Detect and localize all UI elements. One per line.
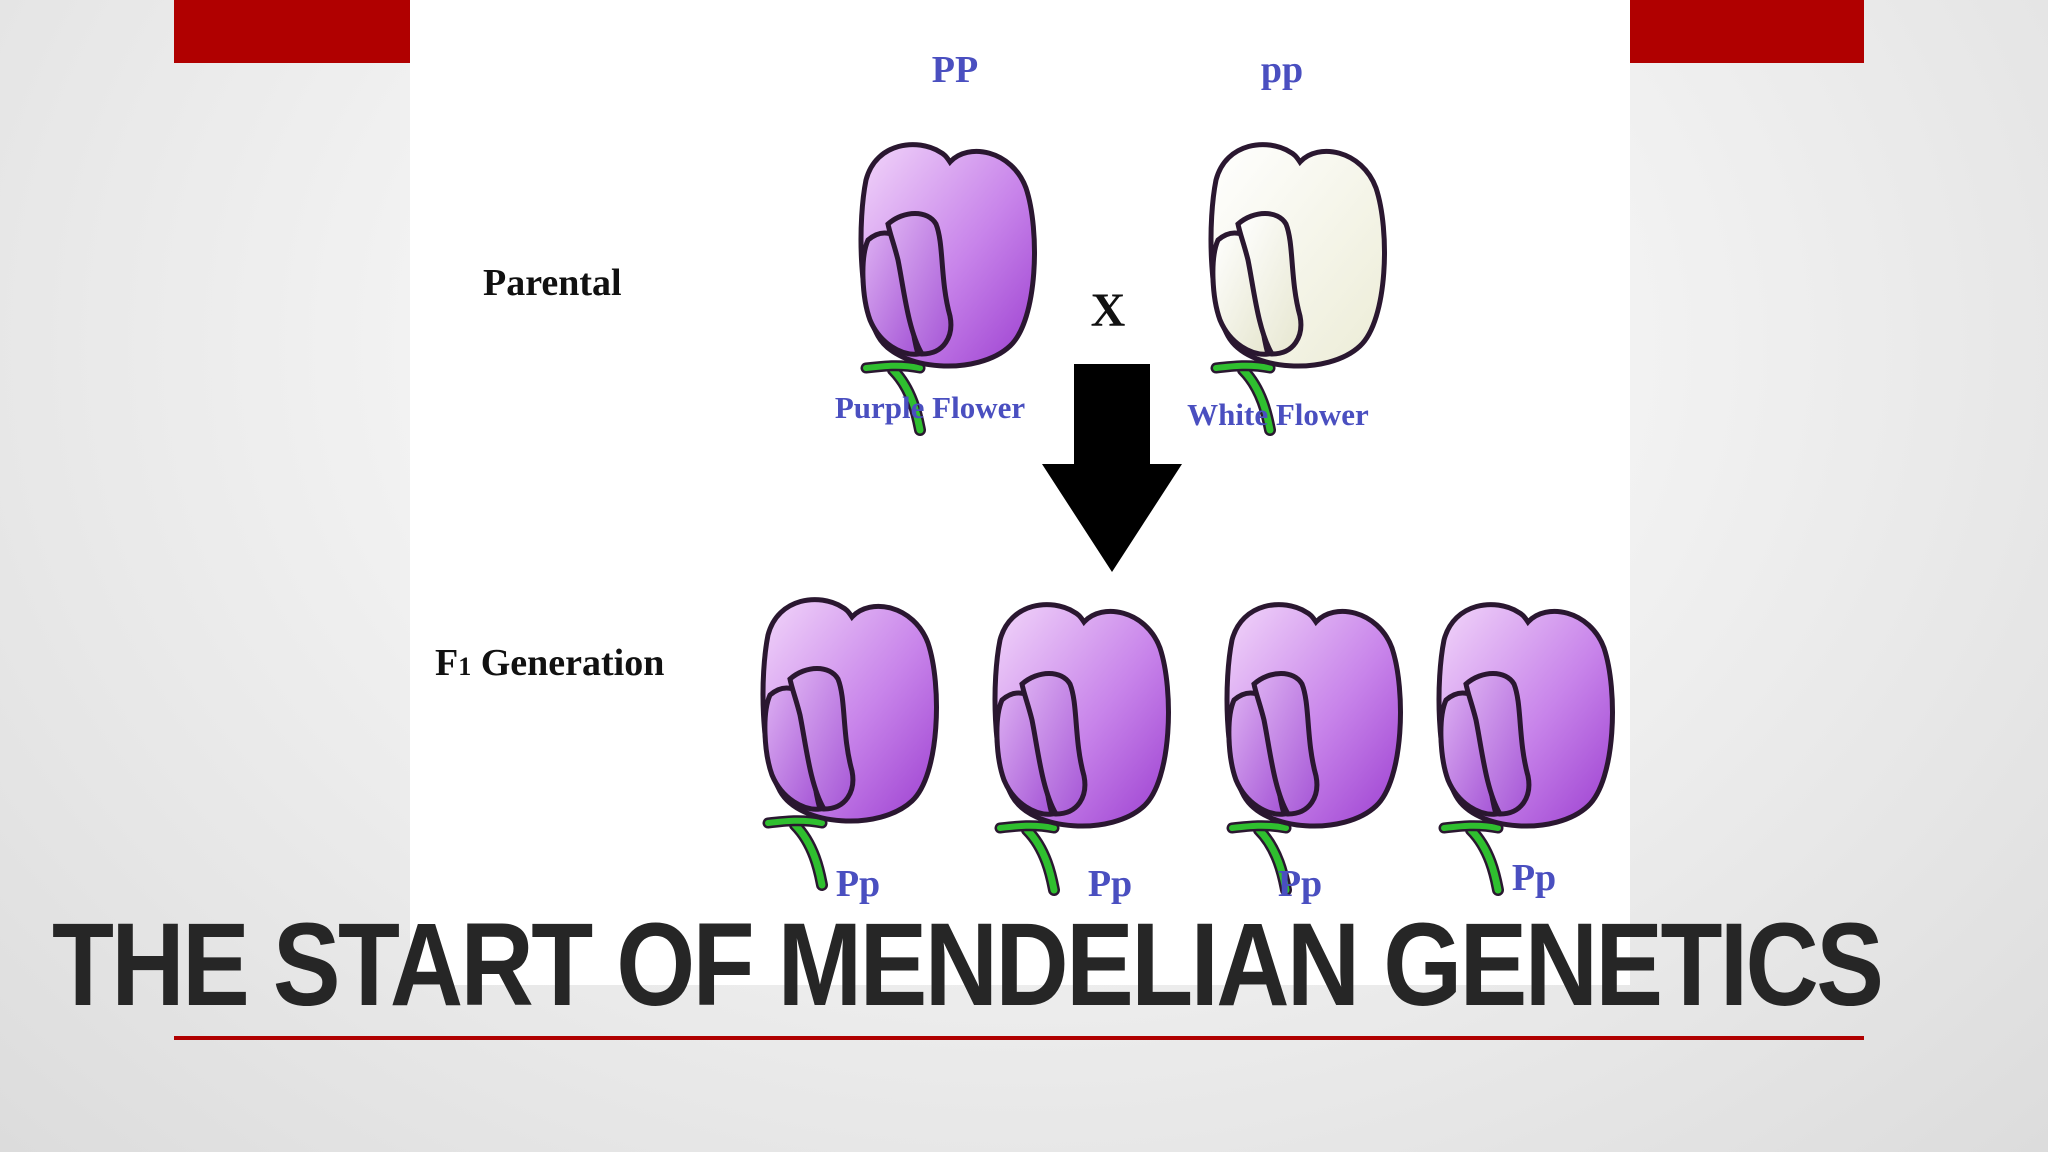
offspring-genotype-3: Pp [1278, 863, 1322, 905]
parent-flower-purple [861, 145, 1034, 430]
parent-genotype-purple: PP [932, 49, 978, 91]
cross-symbol: X [1091, 284, 1126, 337]
parent-flower-white [1211, 145, 1384, 430]
parent-label-purple: Purple Flower [835, 390, 1025, 425]
punnett-cross-diagram: PP pp Parental X Purple Flower White Flo… [410, 0, 1630, 985]
row-label-f1-subscript: 1 [458, 652, 471, 681]
row-label-f1: F1 Generation [435, 642, 664, 684]
offspring-flower-1 [763, 600, 936, 885]
cross-diagram-svg: PP pp Parental X Purple Flower White Flo… [435, 49, 1630, 905]
row-label-parental: Parental [483, 262, 622, 304]
row-label-f1-prefix: F [435, 642, 458, 684]
top-left-accent-bar [174, 0, 410, 63]
parent-label-white: White Flower [1187, 397, 1369, 432]
offspring-flower-3 [1227, 605, 1400, 890]
row-label-f1-rest: Generation [471, 642, 664, 684]
down-arrow-icon [1042, 364, 1182, 572]
offspring-flower-2 [995, 605, 1168, 890]
title-underline [174, 1036, 1864, 1040]
parent-genotype-white: pp [1261, 49, 1303, 91]
offspring-flower-4 [1439, 605, 1612, 890]
offspring-genotype-1: Pp [836, 863, 880, 905]
slide-title: THE START OF MENDELIAN GENETICS [52, 899, 1884, 1031]
top-right-accent-bar [1630, 0, 1864, 63]
offspring-genotype-4: Pp [1512, 857, 1556, 899]
offspring-genotype-2: Pp [1088, 863, 1132, 905]
